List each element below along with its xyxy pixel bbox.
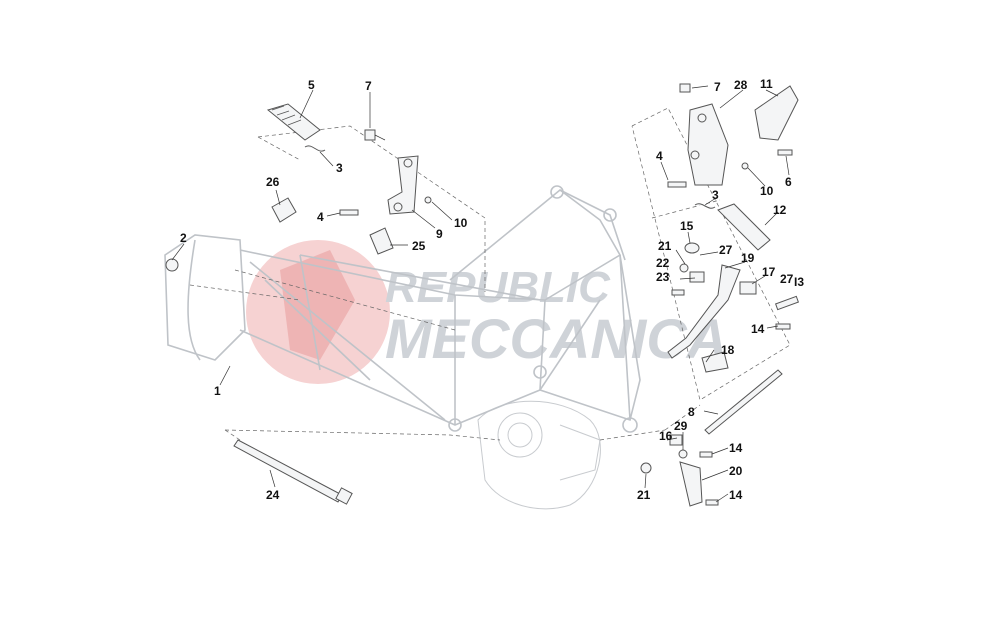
callout-21-bottom: 21 xyxy=(637,488,651,502)
leader-lines xyxy=(171,85,790,503)
callout-6: 6 xyxy=(785,175,792,189)
watermark-line2: MECCANICA xyxy=(385,307,727,370)
callout-18: 18 xyxy=(721,343,735,357)
shift-rubber xyxy=(701,351,729,373)
callout-14-bottom: 14 xyxy=(729,488,743,502)
bolt-7-left xyxy=(364,129,376,141)
callout-19: 19 xyxy=(741,251,755,265)
spring-right xyxy=(694,203,716,209)
callout-20: 20 xyxy=(729,464,743,478)
footpeg-bracket-right xyxy=(687,103,729,186)
bushing-25 xyxy=(369,227,394,255)
callout-9: 9 xyxy=(436,227,443,241)
watermark-logo-shape xyxy=(280,250,355,360)
pin-4-left xyxy=(339,209,359,216)
callout-8: 8 xyxy=(688,405,695,419)
callout-12: 12 xyxy=(773,203,787,217)
callout-10-right: 10 xyxy=(760,184,774,198)
washer-15 xyxy=(684,242,700,254)
footpeg-bracket-left xyxy=(387,155,419,215)
nut-2 xyxy=(165,258,179,272)
assembly-lines xyxy=(189,107,791,441)
callout-27-top: 27 xyxy=(719,243,733,257)
callout-17: 17 xyxy=(762,265,776,279)
bolt-14-top xyxy=(775,323,791,330)
callout-15: 15 xyxy=(680,219,694,233)
bushing-17 xyxy=(739,281,757,295)
bolt-13 xyxy=(774,295,800,311)
callout-7-left: 7 xyxy=(365,79,372,93)
callout-5: 5 xyxy=(308,78,315,92)
pin-4-right xyxy=(667,181,687,188)
callout-11: 11 xyxy=(760,77,773,91)
callout-1: 1 xyxy=(214,384,221,398)
callout-24: 24 xyxy=(266,488,280,502)
callout-14-mid: 14 xyxy=(729,441,743,455)
bolt-7-right xyxy=(679,83,691,93)
callout-4-right: 4 xyxy=(656,149,663,163)
callout-2: 2 xyxy=(180,231,187,245)
callout-3-left: 3 xyxy=(336,161,343,175)
shift-linkage-20 xyxy=(679,461,703,507)
callout-13: I3 xyxy=(794,275,804,289)
callout-26: 26 xyxy=(266,175,280,189)
callout-10-left: 10 xyxy=(454,216,468,230)
footpeg-left xyxy=(266,103,321,141)
callout-28: 28 xyxy=(734,78,748,92)
washer-10-left xyxy=(424,196,432,204)
shift-rod-8 xyxy=(704,369,783,435)
main-frame xyxy=(164,185,641,433)
callout-22: 22 xyxy=(656,256,670,270)
spring-left xyxy=(304,145,326,152)
callout-3-right: 3 xyxy=(712,188,719,202)
callout-25: 25 xyxy=(412,239,426,253)
parts xyxy=(165,83,800,507)
callout-14-top: 14 xyxy=(751,322,765,336)
footpeg-right xyxy=(717,203,771,251)
callout-7-right: 7 xyxy=(714,80,721,94)
callouts: 5 7 3 26 2 4 9 10 25 1 24 7 28 11 4 3 10… xyxy=(180,77,804,502)
callout-27-right: 27 xyxy=(780,272,794,286)
callout-21-top: 21 xyxy=(658,239,672,253)
bushing-26 xyxy=(271,197,297,223)
bolt-6 xyxy=(777,149,793,156)
callout-23: 23 xyxy=(656,270,670,284)
shift-lever xyxy=(667,264,741,359)
long-bolt-24 xyxy=(233,439,343,503)
callout-29: 29 xyxy=(674,419,688,433)
callout-16: 16 xyxy=(659,429,673,443)
heel-guard xyxy=(754,85,799,141)
washer-10-right xyxy=(741,162,749,170)
engine-outline xyxy=(477,400,601,510)
callout-4-left: 4 xyxy=(317,210,324,224)
